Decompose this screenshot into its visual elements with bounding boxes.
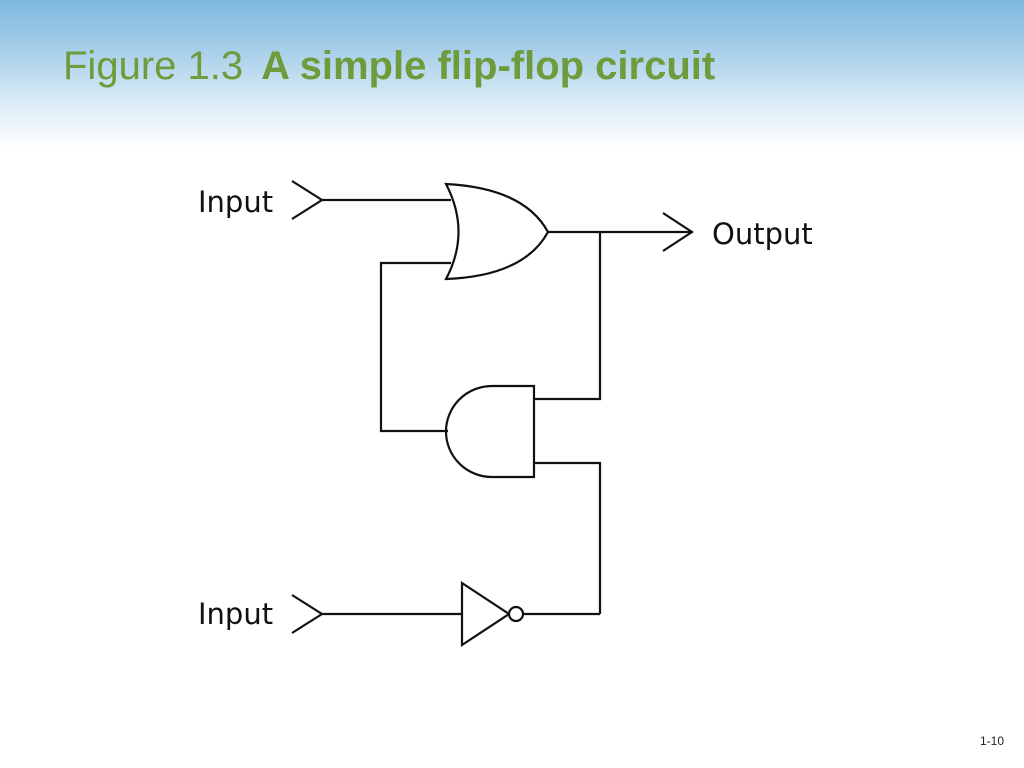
feedback-wire-to-and bbox=[534, 232, 602, 401]
and-to-or-wire bbox=[379, 261, 451, 433]
or-gate bbox=[444, 182, 550, 281]
input-top-label: Input bbox=[198, 185, 273, 219]
slide-title: Figure 1.3 A simple flip-flop circuit bbox=[63, 42, 715, 90]
figure-label: Figure 1.3 bbox=[63, 44, 244, 88]
input-bottom-arrow bbox=[291, 594, 325, 634]
input-top-arrow bbox=[291, 180, 325, 220]
output-arrow bbox=[662, 212, 695, 252]
input-bottom-label: Input bbox=[198, 597, 273, 631]
figure-caption: A simple flip-flop circuit bbox=[261, 44, 716, 88]
output-label: Output bbox=[712, 217, 813, 251]
not-to-and-wire bbox=[534, 461, 602, 614]
header-band bbox=[0, 0, 1024, 150]
and-gate bbox=[444, 384, 536, 479]
not-gate-bubble bbox=[507, 605, 525, 623]
page-number: 1-10 bbox=[979, 734, 1004, 748]
not-gate bbox=[460, 580, 511, 648]
